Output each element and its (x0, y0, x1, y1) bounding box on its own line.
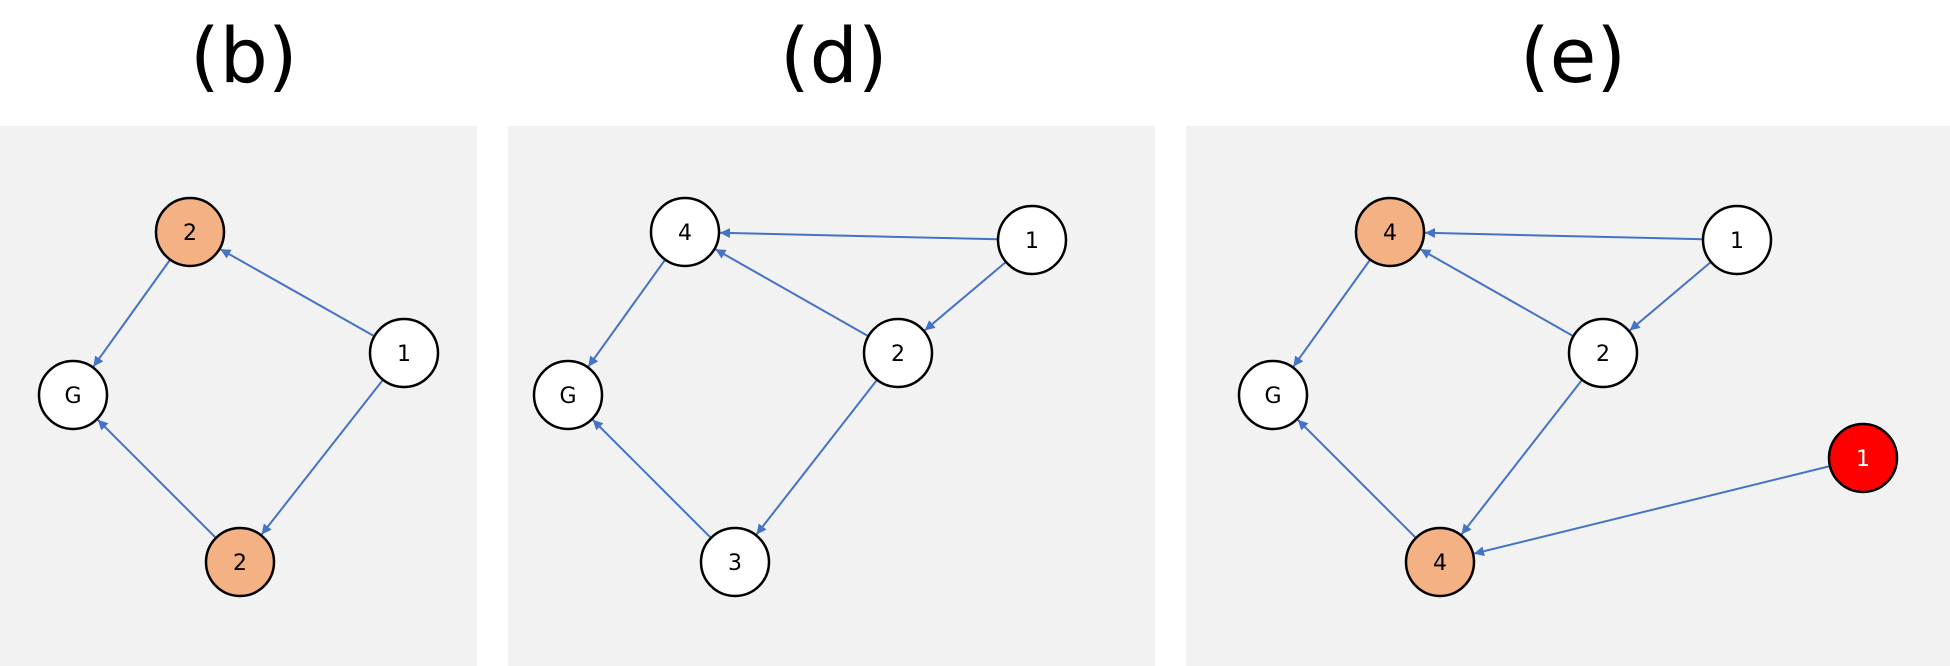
edge-e_2-to-e_4t (1419, 248, 1574, 338)
edge-e_1-to-e_4t (1424, 228, 1704, 241)
node-b_bot: 2 (204, 526, 276, 598)
node-d_1: 1 (996, 204, 1068, 276)
node-circle (368, 317, 440, 389)
edge-d_1-to-d_2 (924, 261, 1007, 332)
node-circle (154, 196, 226, 268)
panel-e-background (1186, 126, 1950, 666)
edge-b_bot-to-b_g (97, 419, 217, 539)
node-label: 2 (233, 551, 247, 576)
node-e_4b: 4 (1404, 526, 1476, 598)
node-label: 3 (728, 551, 742, 576)
node-label: G (1264, 384, 1281, 409)
node-circle (1404, 526, 1476, 598)
node-d_4: 4 (649, 196, 721, 268)
node-b_1: 1 (368, 317, 440, 389)
edges-layer (92, 228, 1831, 557)
node-b_g: G (37, 359, 109, 431)
node-circle (862, 317, 934, 389)
panel-title-d: (d) (780, 11, 888, 100)
node-label: 2 (183, 221, 197, 246)
node-label: 1 (1025, 229, 1039, 254)
edge-d_3-to-d_g (592, 419, 712, 539)
node-circle (996, 204, 1068, 276)
node-circle (1354, 196, 1426, 268)
node-d_g: G (532, 359, 604, 431)
node-label: 1 (397, 342, 411, 367)
node-circle (1237, 359, 1309, 431)
node-e_2: 2 (1567, 317, 1639, 389)
node-label: 1 (1730, 229, 1744, 254)
edge-e_1-to-e_2 (1629, 261, 1712, 332)
node-e_g: G (1237, 359, 1309, 431)
edge-e_1r-to-e_4b (1473, 465, 1831, 557)
edge-d_4-to-d_g (587, 259, 666, 368)
node-circle (37, 359, 109, 431)
node-circle (532, 359, 604, 431)
node-d_2: 2 (862, 317, 934, 389)
node-label: 4 (1433, 551, 1447, 576)
node-label: 2 (1596, 342, 1610, 367)
edge-b_1-to-b_top (219, 248, 375, 338)
node-circle (649, 196, 721, 268)
node-label: 1 (1856, 447, 1870, 472)
node-circle (204, 526, 276, 598)
node-e_1r: 1 (1827, 422, 1899, 494)
edge-e_4b-to-e_g (1297, 419, 1417, 539)
edge-b_1-to-b_bot (260, 379, 384, 536)
node-e_1: 1 (1701, 204, 1773, 276)
edge-b_top-to-b_g (92, 259, 171, 368)
edge-d_2-to-d_3 (755, 379, 878, 536)
node-circle (699, 526, 771, 598)
edge-e_4t-to-e_g (1292, 259, 1371, 368)
node-b_top: 2 (154, 196, 226, 268)
node-e_4t: 4 (1354, 196, 1426, 268)
edge-d_2-to-d_4 (714, 248, 869, 338)
node-label: 4 (678, 221, 692, 246)
node-label: G (559, 384, 576, 409)
node-label: 2 (891, 342, 905, 367)
node-label: G (64, 384, 81, 409)
node-circle (1827, 422, 1899, 494)
node-d_3: 3 (699, 526, 771, 598)
node-circle (1701, 204, 1773, 276)
node-circle (1567, 317, 1639, 389)
edge-e_2-to-e_4b (1460, 379, 1583, 536)
node-label: 4 (1383, 221, 1397, 246)
panel-title-e: (e) (1520, 11, 1627, 100)
edge-d_1-to-d_4 (719, 228, 999, 241)
panel-title-b: (b) (190, 11, 298, 100)
